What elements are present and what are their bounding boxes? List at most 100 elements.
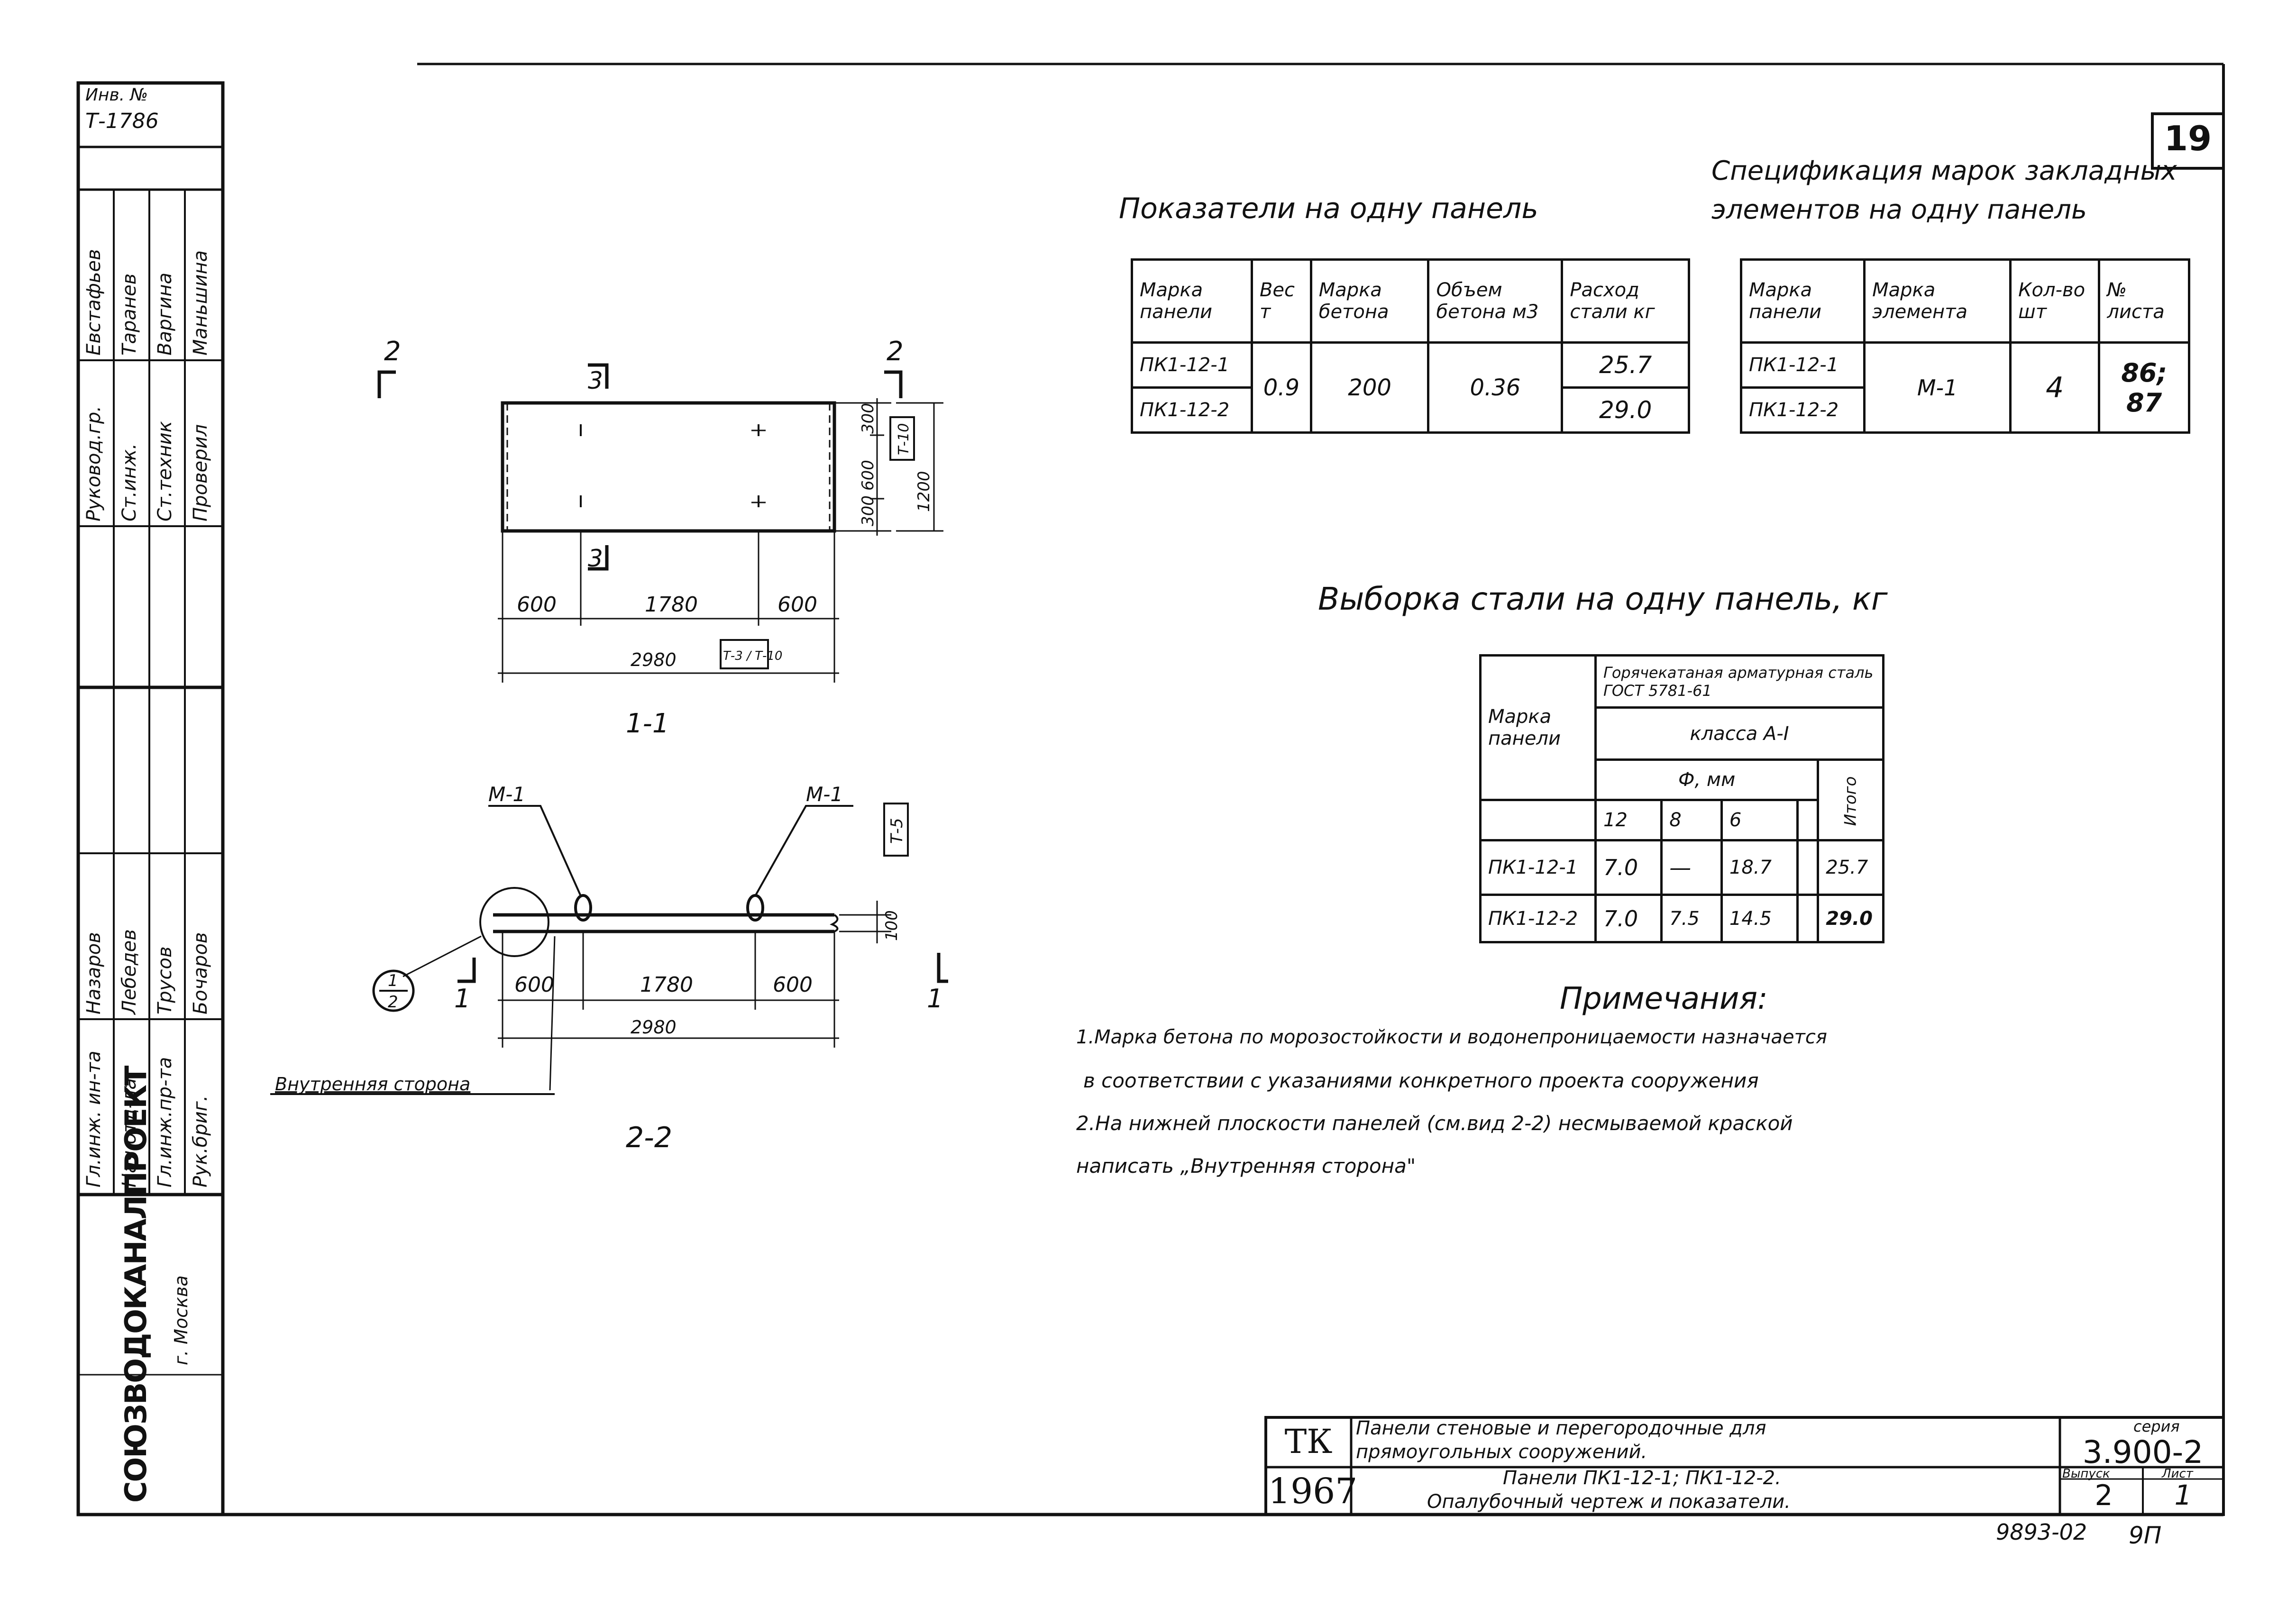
spec-header-sheet: № листа: [2098, 258, 2190, 344]
indicators-mark-1: ПК1-12-1: [1131, 341, 1253, 389]
stamp-cell: Варгина: [154, 272, 176, 356]
stamp-cell: Гл.инж. ин-та: [83, 1050, 105, 1187]
steel-header-total: Итого: [1817, 758, 1884, 841]
steel-header-mark: Марка панели: [1479, 654, 1597, 801]
title-tk: ТК: [1284, 1422, 1333, 1461]
indicators-header-mark: Марка панели: [1131, 258, 1253, 344]
steel-row-1-extra: [1796, 839, 1820, 896]
stamp-cell: Руковод.гр.: [83, 406, 105, 521]
indicators-steel-2: 29.0: [1561, 386, 1690, 434]
stamp-cell: Трусов: [154, 946, 176, 1014]
stamp-cell: Таранев: [119, 273, 140, 356]
height-dim-3: 300: [859, 495, 878, 526]
sheet-label: Лист: [2162, 1467, 2193, 1481]
issue-label: Выпуск: [2062, 1467, 2110, 1481]
label-1-1: 1-1: [626, 708, 669, 739]
steel-row-2-extra: [1796, 894, 1820, 943]
callout-bottom: 2: [388, 993, 398, 1012]
indicators-weight: 0.9: [1250, 341, 1312, 434]
ref-section: Т-5: [887, 818, 906, 844]
inner-side-label: Внутренняя сторона: [275, 1074, 470, 1095]
section-mark-left: 2: [384, 336, 401, 367]
spec-title: Спецификация марок закладных элементов н…: [1711, 155, 2177, 225]
indicators-header-volume: Объем бетона м3: [1427, 258, 1564, 344]
indicators-mark-2: ПК1-12-2: [1131, 386, 1253, 434]
issue-number: 2: [2095, 1479, 2113, 1512]
label-2-2: 2-2: [626, 1121, 672, 1154]
indicators-header-weight: Вес т: [1250, 258, 1312, 344]
section-1-right: 1: [927, 984, 943, 1014]
height-dim-1: 300: [859, 403, 878, 434]
steel-row-2-total: 29.0: [1817, 894, 1884, 943]
embed-mark-right: М-1: [806, 783, 843, 806]
steel-dia-6: 6: [1720, 799, 1799, 841]
spec-header-element: Марка элемента: [1863, 258, 2012, 344]
organization-name: СОЮЗВОДОКАНАЛПРОЕКТ: [119, 1066, 153, 1503]
stamp-cell: Проверил: [190, 424, 211, 521]
indicators-header-steel: Расход стали кг: [1561, 258, 1690, 344]
sheet-number: 19: [2164, 119, 2212, 158]
notes-title: Примечания:: [1560, 981, 1768, 1016]
stamp-cell: Гл.инж.пр-та: [154, 1057, 176, 1187]
callout-top: 1: [388, 971, 398, 990]
indicators-volume: 0.36: [1427, 341, 1564, 434]
spec-sheets: 86; 87: [2098, 341, 2190, 434]
series-number: 3.900-2: [2082, 1434, 2204, 1470]
height-dim-2: 600: [859, 460, 878, 491]
total-bottom: 2980: [631, 1017, 677, 1038]
city-name: г. Москва: [171, 1275, 192, 1365]
steel-dia-8: 8: [1660, 799, 1723, 841]
ref-bottom: Т-3 / Т-10: [723, 649, 782, 663]
panel-outline: [501, 401, 836, 533]
stamp-cell: Рук.бриг.: [190, 1095, 211, 1187]
dim-bottom-mid: 1780: [640, 973, 693, 997]
steel-row-2-mark: ПК1-12-2: [1479, 894, 1597, 943]
title-line-3: Панели ПК1-12-1; ПК1-12-2.: [1503, 1467, 1781, 1489]
dim-top-right: 600: [778, 593, 817, 617]
steel-header-steel: Горячекатаная арматурная сталь ГОСТ 5781…: [1594, 654, 1884, 709]
steel-dia-12: 12: [1594, 799, 1663, 841]
stamp-cell: Ст.инж.: [119, 443, 140, 521]
steel-row-1-d8: —: [1660, 839, 1723, 896]
spec-element: М-1: [1863, 341, 2012, 434]
footer-page: 9П: [2129, 1522, 2162, 1549]
indicators-header-concrete: Марка бетона: [1309, 258, 1430, 344]
steel-dia-extra: [1796, 799, 1820, 841]
footer-code: 9893-02: [1996, 1519, 2087, 1545]
title-line-1: Панели стеновые и перегородочные для: [1356, 1417, 1766, 1439]
notes-line-4: написать „Внутренняя сторона": [1076, 1154, 1416, 1178]
series-label: серия: [2133, 1417, 2180, 1435]
inventory-label: Инв. №: [85, 85, 148, 105]
panel-drawing: 2 2 3 3 300 600 300 1200 Т-10 600 1780 6…: [270, 336, 948, 1154]
steel-row-2-d8: 7.5: [1660, 894, 1723, 943]
indicators-title: Показатели на одну панель: [1119, 192, 1538, 225]
stamp-cell: Бочаров: [190, 932, 211, 1015]
steel-row-2-d12: 7.0: [1594, 894, 1663, 943]
ref-top-side: Т-10: [896, 423, 912, 455]
stamp-cell: Евстафьев: [83, 249, 105, 356]
embed-mark-left: М-1: [488, 783, 525, 806]
section-mark-3-top: 3: [588, 367, 603, 394]
dim-bottom-left: 600: [514, 973, 554, 997]
stamp-cell: Назаров: [83, 932, 105, 1014]
spec-qty: 4: [2009, 341, 2101, 434]
section-mark-right: 2: [887, 336, 904, 367]
spec-mark-2: ПК1-12-2: [1739, 386, 1866, 434]
inventory-number: Т-1786: [85, 109, 159, 133]
spec-mark-1: ПК1-12-1: [1739, 341, 1866, 389]
steel-empty: [1479, 799, 1597, 841]
indicators-table: Марка панели Вес т Марка бетона Объем бе…: [1131, 258, 1690, 434]
stamp-cell: Лебедев: [119, 929, 140, 1014]
steel-row-1-total: 25.7: [1817, 839, 1884, 896]
height-total: 1200: [915, 471, 933, 512]
section-mark-3-bottom: 3: [588, 545, 603, 572]
dim-top-left: 600: [517, 593, 557, 617]
steel-header-total-text: Итого: [1841, 776, 1860, 826]
indicators-concrete: 200: [1309, 341, 1430, 434]
steel-header-class: класса А-I: [1594, 706, 1884, 761]
steel-header-dia: Ф, мм: [1594, 758, 1820, 801]
spec-table: Марка панели Марка элемента Кол-во шт № …: [1739, 258, 2190, 434]
steel-row-1-mark: ПК1-12-1: [1479, 839, 1597, 896]
title-line-2: прямоугольных сооружений.: [1356, 1441, 1647, 1463]
